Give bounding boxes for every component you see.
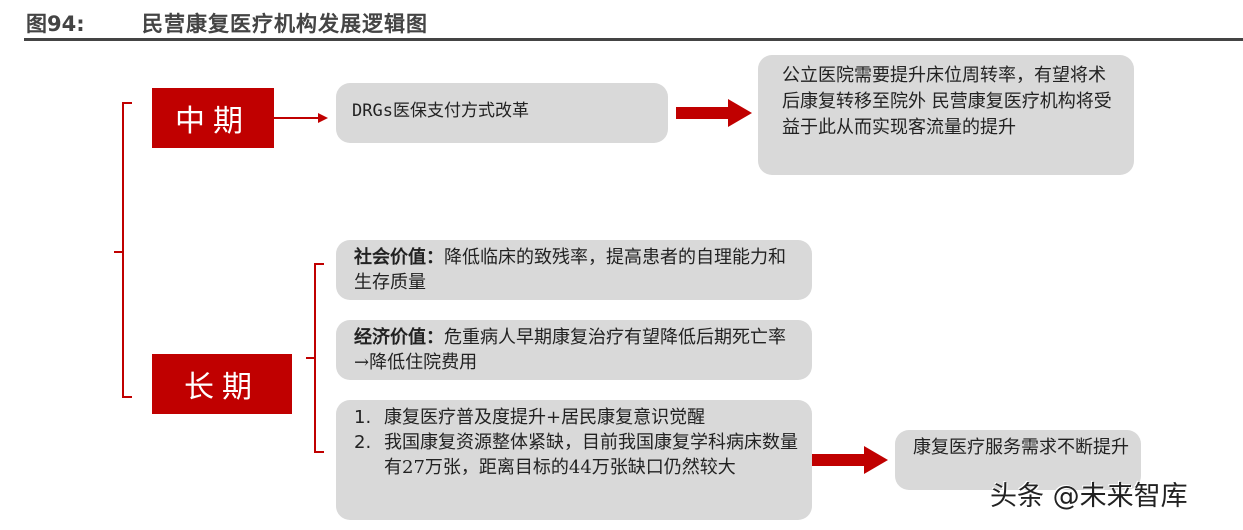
arrow-right-thick-icon [676, 99, 752, 127]
inner-bracket-icon [314, 263, 324, 453]
factor-item-2: 2. 我国康复资源整体紧缺，目前我国康复学科病床数量有27万张，距离目标的44万… [354, 430, 800, 480]
mid-term-text: 中期 [175, 104, 251, 139]
watermark: 头条 @未来智库 [990, 481, 1188, 512]
mid-term-outcome-box: 公立医院需要提升床位周转率，有望将术后康复转移至院外 民营康复医疗机构将受益于此… [758, 55, 1134, 175]
economic-value-heading: 经济价值： [354, 327, 444, 348]
outer-bracket-tick [114, 251, 123, 253]
social-value-text: 降低临床的致残率，提高患者的自理能力和生存质量 [354, 247, 786, 293]
factor-number: 1. [354, 407, 372, 428]
social-value-heading: 社会价值： [354, 247, 444, 268]
factor-number: 2. [354, 432, 372, 453]
factor-text: 康复医疗普及度提升+居民康复意识觉醒 [384, 407, 706, 428]
arrow-right-thin-icon [318, 113, 328, 123]
figure-label: 图94: [26, 12, 85, 36]
demand-factors-box: 1. 康复医疗普及度提升+居民康复意识觉醒 2. 我国康复资源整体紧缺，目前我国… [336, 400, 812, 520]
mid-term-label: 中期 [152, 88, 274, 148]
economic-value-box: 经济价值：危重病人早期康复治疗有望降低后期死亡率→降低住院费用 [336, 320, 812, 380]
factor-text: 我国康复资源整体紧缺，目前我国康复学科病床数量有27万张，距离目标的44万张缺口… [384, 432, 798, 478]
long-term-outcome-box: 康复医疗服务需求不断提升 [895, 430, 1141, 490]
figure-title-bar: 图94: 民营康复医疗机构发展逻辑图 [24, 4, 1243, 41]
outer-bracket-icon [122, 102, 132, 398]
long-term-label: 长期 [152, 354, 292, 414]
drg-reform-box: DRGs医保支付方式改革 [336, 83, 668, 143]
social-value-box: 社会价值：降低临床的致残率，提高患者的自理能力和生存质量 [336, 240, 812, 300]
arrow-right-thick-icon [812, 446, 888, 474]
inner-bracket-tick [306, 357, 315, 359]
factor-item-1: 1. 康复医疗普及度提升+居民康复意识觉醒 [354, 405, 800, 430]
mid-term-outcome-text: 公立医院需要提升床位周转率，有望将术后康复转移至院外 民营康复医疗机构将受益于此… [782, 65, 1112, 138]
figure-title: 民营康复医疗机构发展逻辑图 [142, 12, 428, 36]
long-term-text: 长期 [184, 370, 260, 405]
long-term-outcome-text: 康复医疗服务需求不断提升 [913, 437, 1129, 458]
economic-value-text: 危重病人早期康复治疗有望降低后期死亡率→降低住院费用 [354, 327, 786, 373]
mid-term-arrow-line [274, 117, 320, 119]
drg-reform-text: DRGs医保支付方式改革 [352, 101, 529, 121]
